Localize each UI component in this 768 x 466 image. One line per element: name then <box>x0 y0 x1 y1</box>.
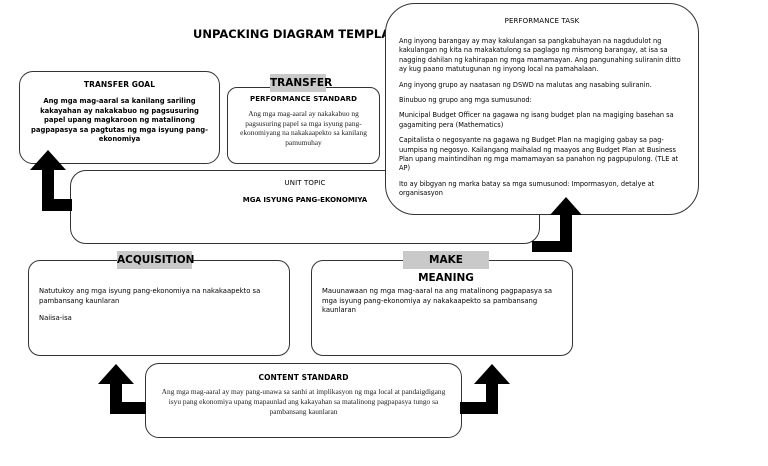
performance-task-paragraph: Ang inyong barangay ay may kakulangan sa… <box>399 37 681 74</box>
performance-standard-heading: PERFORMANCE STANDARD <box>250 95 357 103</box>
make-meaning-text: Mauunawaan ng mga mag-aaral na ang matal… <box>322 287 552 315</box>
transfer-goal-box: TRANSFER GOAL Ang mga mag-aaral sa kanil… <box>19 71 220 164</box>
arrow-up-icon <box>460 364 510 414</box>
acquisition-box: Natutukoy ang mga isyung pang-ekonomiya … <box>28 260 290 356</box>
performance-standard-text: Ang mga mag-aaral ay nakakabuo ng pagsus… <box>240 109 367 147</box>
performance-task-heading: PERFORMANCE TASK <box>504 17 580 25</box>
unit-topic-text: MGA ISYUNG PANG-EKONOMIYA <box>242 196 368 204</box>
acquisition-text: Natutukoy ang mga isyung pang-ekonomiya … <box>39 287 261 305</box>
arrow-up-icon <box>532 197 582 252</box>
transfer-goal-heading: TRANSFER GOAL <box>83 80 156 89</box>
content-standard-box: CONTENT STANDARD Ang mga mag-aaral ay ma… <box>145 363 462 438</box>
performance-task-paragraph: Capitalista o negosyante na gagawa ng Bu… <box>399 136 679 173</box>
acquisition-label: ACQUISITION <box>117 251 194 269</box>
content-standard-text: Ang mga mag-aaral ay may pang-unawa sa s… <box>161 387 446 416</box>
acquisition-text: Naiisa-isa <box>39 314 72 323</box>
transfer-goal-text: Ang mga mag-aaral sa kanilang sariling k… <box>31 97 208 144</box>
content-standard-heading: CONTENT STANDARD <box>258 373 349 382</box>
unit-topic-heading: UNIT TOPIC <box>284 179 326 187</box>
diagram-title: UNPACKING DIAGRAM TEMPLATE <box>193 27 405 41</box>
performance-task-paragraph: Municipal Budget Officer na gagawa ng is… <box>399 111 674 129</box>
performance-task-paragraph: Ang inyong grupo ay naatasan ng DSWD na … <box>399 80 652 89</box>
make-meaning-box: Mauunawaan ng mga mag-aaral na ang matal… <box>311 260 573 356</box>
performance-task-paragraph: Ito ay bibgyan ng marka batay sa mga sum… <box>399 179 655 198</box>
arrow-up-icon <box>30 150 72 211</box>
performance-standard-box: PERFORMANCE STANDARD Ang mga mag-aaral a… <box>227 87 380 164</box>
make-meaning-label: MAKE MEANING <box>403 251 489 284</box>
performance-task-paragraph: Binubuo ng grupo ang mga sumusunod: <box>399 96 532 105</box>
transfer-label: TRANSFER <box>270 74 332 92</box>
performance-task-box: PERFORMANCE TASK Ang inyong barangay ay … <box>385 3 699 215</box>
arrow-up-icon <box>98 364 146 414</box>
